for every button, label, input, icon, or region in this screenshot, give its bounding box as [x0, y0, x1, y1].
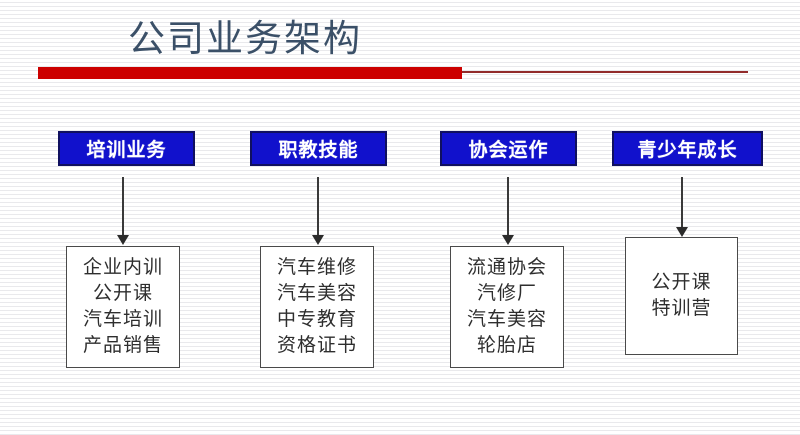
detail-item: 汽车培训 — [82, 309, 163, 330]
detail-item: 汽车维修 — [276, 257, 357, 278]
page-title: 公司业务架构 — [128, 19, 362, 60]
arrow-shaft — [122, 177, 124, 237]
category-header-label-2: 职教技能 — [278, 140, 359, 161]
category-header-box-4[interactable]: 青少年成长 — [612, 131, 763, 166]
arrow-shaft — [507, 177, 509, 237]
title-underline-thin — [462, 71, 748, 73]
arrow-shaft — [317, 177, 319, 237]
category-header-box-3[interactable]: 协会运作 — [440, 131, 577, 166]
arrow-head — [676, 227, 688, 237]
detail-box-2[interactable]: 汽车维修 汽车美容 中专教育 资格证书 — [260, 246, 374, 368]
detail-box-1[interactable]: 企业内训 公开课 汽车培训 产品销售 — [66, 246, 180, 368]
detail-item: 产品销售 — [82, 335, 163, 356]
detail-item: 公开课 — [651, 272, 712, 293]
detail-item: 中专教育 — [276, 309, 357, 330]
arrow-head — [502, 235, 514, 245]
down-arrow-icon-3 — [502, 177, 514, 247]
down-arrow-icon-1 — [117, 177, 129, 247]
detail-item: 汽车美容 — [466, 309, 547, 330]
detail-box-4[interactable]: 公开课 特训营 — [625, 237, 738, 355]
detail-item: 轮胎店 — [476, 335, 537, 356]
down-arrow-icon-4 — [676, 177, 688, 239]
arrow-head — [117, 235, 129, 245]
detail-box-3[interactable]: 流通协会 汽修厂 汽车美容 轮胎店 — [450, 246, 564, 368]
detail-item: 企业内训 — [82, 257, 163, 278]
detail-item: 公开课 — [92, 283, 153, 304]
category-header-box-1[interactable]: 培训业务 — [58, 131, 195, 166]
detail-item: 汽车美容 — [276, 283, 357, 304]
arrow-head — [312, 235, 324, 245]
arrow-shaft — [681, 177, 683, 229]
detail-item: 汽修厂 — [476, 283, 537, 304]
category-header-label-1: 培训业务 — [86, 140, 167, 161]
detail-item: 特训营 — [651, 298, 712, 319]
detail-item: 流通协会 — [466, 257, 547, 278]
detail-item: 资格证书 — [276, 335, 357, 356]
category-header-box-2[interactable]: 职教技能 — [250, 131, 387, 166]
down-arrow-icon-2 — [312, 177, 324, 247]
category-header-label-4: 青少年成长 — [637, 140, 738, 161]
title-underline-thick — [38, 67, 462, 79]
category-header-label-3: 协会运作 — [468, 140, 549, 161]
